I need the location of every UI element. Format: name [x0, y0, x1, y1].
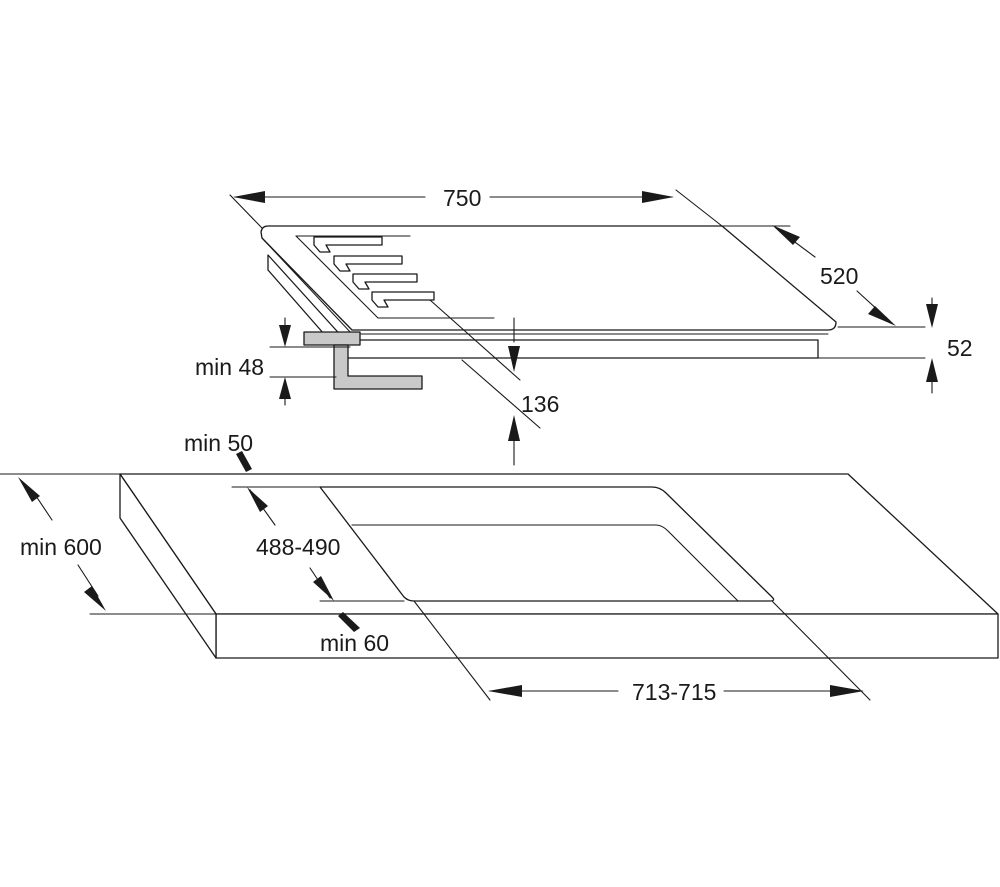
dim-label-488-490: 488-490: [256, 534, 340, 560]
dim-713-715: 713-715: [413, 600, 871, 705]
dim-136: 136: [429, 299, 559, 466]
dim-min-600: min 600: [0, 473, 217, 615]
hob-unit: [260, 225, 837, 359]
mounting-bracket: [303, 331, 423, 390]
dim-min-50: min 50: [184, 430, 321, 488]
dim-min-60: min 60: [319, 600, 405, 656]
dim-label-136: 136: [521, 391, 559, 417]
cutout-opening: [319, 486, 775, 602]
dim-label-min-48: min 48: [195, 354, 264, 380]
dim-label-520: 520: [820, 263, 858, 289]
dim-label-750: 750: [443, 185, 481, 211]
dim-label-713-715: 713-715: [632, 679, 716, 705]
dim-label-min-60: min 60: [320, 630, 389, 656]
control-knobs: [313, 236, 435, 308]
dim-label-52: 52: [947, 335, 973, 361]
dim-label-min-600: min 600: [20, 534, 102, 560]
dim-488-490: 488-490: [247, 487, 340, 601]
dim-min-48: min 48: [195, 317, 351, 406]
dim-750: 750: [229, 185, 723, 229]
dim-52: 52: [817, 297, 973, 394]
worktop: [119, 473, 999, 659]
dim-label-min-50: min 50: [184, 430, 253, 456]
dim-520: 520: [721, 225, 926, 328]
